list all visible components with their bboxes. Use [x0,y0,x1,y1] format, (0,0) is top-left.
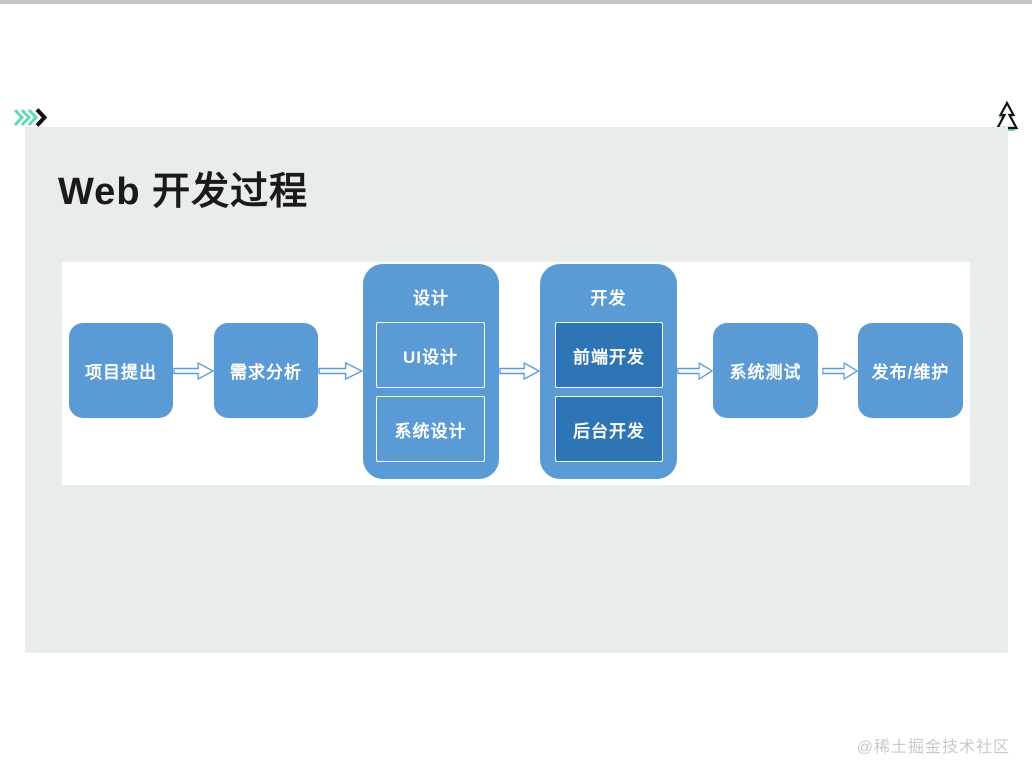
node-label: 发布/维护 [871,363,950,382]
node-label: 后台开发 [573,421,645,441]
node-design-group: 设计 UI设计 系统设计 [363,264,499,479]
window-top-border [0,0,1032,4]
flow-arrow [318,361,363,381]
flow-arrow [499,361,540,381]
node-requirements-analysis: 需求分析 [214,323,318,418]
node-label: 前端开发 [573,347,645,367]
flowchart-canvas: 项目提出 需求分析 设计 UI设计 系统设计 开发 前端开发 [62,262,970,485]
watermark: @稀土掘金技术社区 [856,739,1010,756]
node-label: 项目提出 [85,363,157,382]
node-label: 系统设计 [394,421,467,441]
flow-arrow [677,361,713,381]
node-system-testing: 系统测试 [713,323,818,418]
flow-arrow [173,361,214,381]
node-label: 系统测试 [729,363,802,382]
node-frontend-development: 前端开发 [555,322,663,388]
slide: Web 开发过程 项目提出 需求分析 设计 UI设计 系统设计 开发 [25,127,1008,653]
node-system-design: 系统设计 [376,396,485,462]
node-backend-development: 后台开发 [555,396,663,462]
flow-arrow [822,361,858,381]
slide-title: Web 开发过程 [58,171,309,213]
node-release-maintenance: 发布/维护 [858,323,963,418]
node-label: UI设计 [403,347,458,367]
group-label-design: 设计 [413,289,449,308]
node-label: 需求分析 [230,363,302,382]
triple-chevron-right-icon [13,108,49,127]
group-label-development: 开发 [590,289,627,308]
node-project-proposal: 项目提出 [69,323,173,418]
node-ui-design: UI设计 [376,322,485,388]
node-development-group: 开发 前端开发 后台开发 [540,264,677,479]
